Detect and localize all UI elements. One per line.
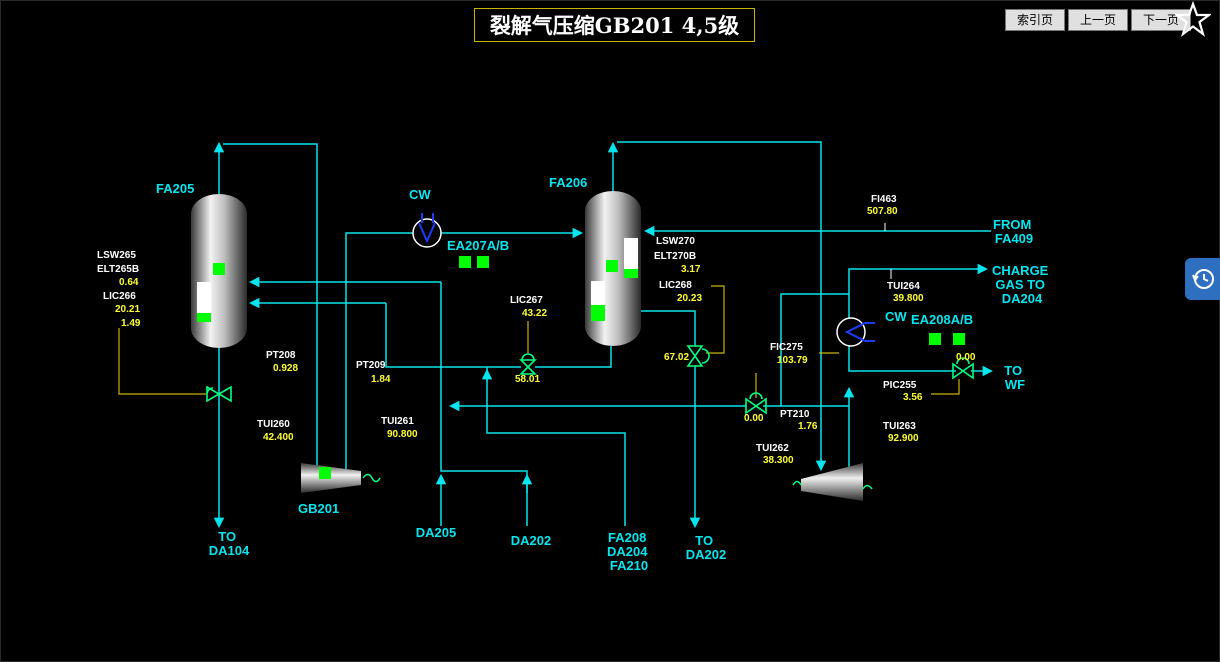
lic268-tag: LIC268 xyxy=(659,280,692,291)
compressor-gb201[interactable] xyxy=(301,463,381,493)
da205-label: DA205 xyxy=(416,525,456,540)
tui261-value[interactable]: 90.800 xyxy=(387,429,418,440)
valve-lic267[interactable] xyxy=(519,353,537,375)
valve-lic268[interactable] xyxy=(686,345,710,367)
fa206-label: FA206 xyxy=(549,175,587,190)
pt209-tag: PT209 xyxy=(356,360,386,371)
tui263-value[interactable]: 92.900 xyxy=(888,433,919,444)
lic266-value[interactable]: 20.21 xyxy=(115,304,140,315)
lic266-tag: LIC266 xyxy=(103,291,136,302)
valve-lic267-output[interactable]: 58.01 xyxy=(515,374,540,385)
fic275-tag: FIC275 xyxy=(770,342,803,353)
lic267-tag: LIC267 xyxy=(510,295,543,306)
elt265b-tag: ELT265B xyxy=(97,264,139,275)
tui262-value[interactable]: 38.300 xyxy=(763,455,794,466)
compressor-2[interactable] xyxy=(792,463,873,501)
pt209-value[interactable]: 1.84 xyxy=(371,374,391,385)
elt270b-value[interactable]: 3.17 xyxy=(681,264,701,275)
fa208-group-label: FA208 DA204 FA210 xyxy=(607,530,651,573)
lsw270-tag: LSW270 xyxy=(656,236,695,247)
history-button[interactable] xyxy=(1185,258,1220,300)
da202-label: DA202 xyxy=(511,533,551,548)
exchanger-ea207[interactable] xyxy=(412,213,489,268)
prev-page-button[interactable]: 上一页 xyxy=(1068,9,1128,31)
fi463-value[interactable]: 507.80 xyxy=(867,206,898,217)
tui263-tag: TUI263 xyxy=(883,421,916,432)
elt270b-tag: ELT270B xyxy=(654,251,696,262)
fi463-tag: FI463 xyxy=(871,194,897,205)
cw2-label: CW xyxy=(885,309,907,324)
signal-lines xyxy=(118,285,960,398)
tui260-value[interactable]: 42.400 xyxy=(263,432,294,443)
tui260-tag: TUI260 xyxy=(257,419,290,430)
pt210-tag: PT210 xyxy=(780,409,810,420)
valve-pic255[interactable] xyxy=(952,357,974,380)
fa205-label: FA205 xyxy=(156,181,194,196)
gb201-label: GB201 xyxy=(298,501,339,516)
pt208-value[interactable]: 0.928 xyxy=(273,363,298,374)
valve-lic268-output[interactable]: 67.02 xyxy=(664,352,689,363)
index-page-button[interactable]: 索引页 xyxy=(1005,9,1065,31)
favorite-star-icon[interactable] xyxy=(1175,1,1211,37)
valve-pic255-output[interactable]: 0.00 xyxy=(956,352,976,363)
vessel-fa205[interactable] xyxy=(191,194,247,348)
ea208-label: EA208A/B xyxy=(911,312,973,327)
to-da202-label: TO DA202 xyxy=(686,533,726,562)
cw1-label: CW xyxy=(409,187,431,202)
exchanger-ea208[interactable] xyxy=(836,317,965,347)
fic275-value[interactable]: 103.79 xyxy=(777,355,808,366)
tui262-tag: TUI262 xyxy=(756,443,789,454)
lic267-value[interactable]: 43.22 xyxy=(522,308,547,319)
valve-fic275-output[interactable]: 0.00 xyxy=(744,413,764,424)
page-title: 裂解气压缩GB201 4,5级 xyxy=(474,8,755,42)
pic255-tag: PIC255 xyxy=(883,380,917,391)
pt208-tag: PT208 xyxy=(266,350,296,361)
lsw265-tag: LSW265 xyxy=(97,250,136,261)
vessel-fa206[interactable] xyxy=(585,191,641,346)
valve-lic266[interactable] xyxy=(206,385,232,403)
lic268-value[interactable]: 20.23 xyxy=(677,293,702,304)
from-fa409-label: FROM FA409 xyxy=(993,217,1035,246)
to-da104-label: TO DA104 xyxy=(209,529,250,558)
to-wf-label: TO WF xyxy=(1004,363,1025,392)
process-pipes xyxy=(213,141,994,529)
ea207-label: EA207A/B xyxy=(447,238,509,253)
tui264-tag: TUI264 xyxy=(887,281,920,292)
tui261-tag: TUI261 xyxy=(381,416,414,427)
history-clock-icon xyxy=(1192,269,1214,289)
valve-fic275[interactable] xyxy=(745,392,767,415)
tui264-value[interactable]: 39.800 xyxy=(893,293,924,304)
charge-gas-label: CHARGE GAS TO DA204 xyxy=(992,263,1052,306)
pic255-value[interactable]: 3.56 xyxy=(903,392,923,403)
pt210-value[interactable]: 1.76 xyxy=(798,421,818,432)
elt265b-value[interactable]: 0.64 xyxy=(119,277,139,288)
lic266-value2[interactable]: 1.49 xyxy=(121,318,141,329)
